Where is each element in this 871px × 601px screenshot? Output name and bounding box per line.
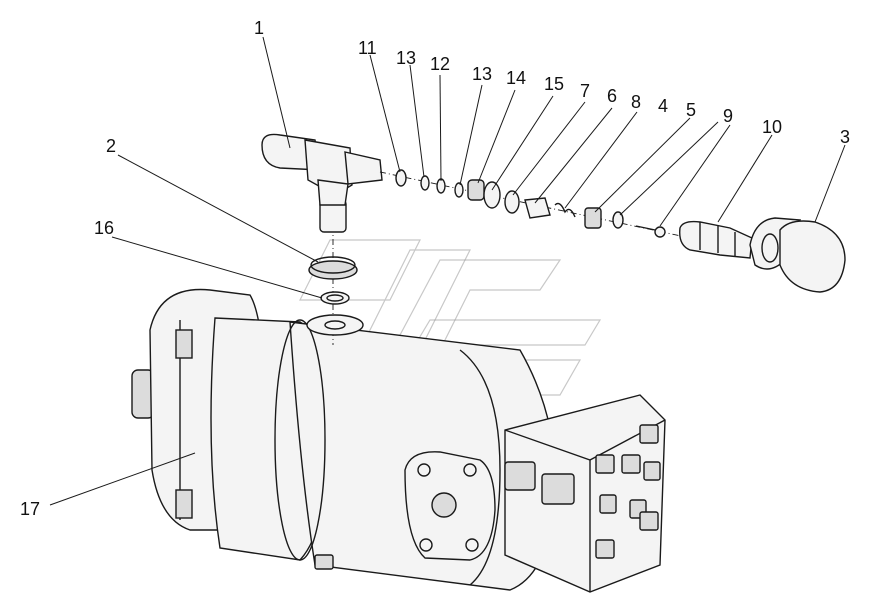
- callout-4: 4: [658, 96, 668, 116]
- callout-5: 5: [686, 100, 696, 120]
- callout-10: 10: [762, 117, 782, 137]
- callout-14: 14: [506, 68, 526, 88]
- tee-fitting: [261, 133, 383, 206]
- protective-cap: [749, 217, 846, 293]
- callout-labels: 1 11 13 12 13 14 15 7 6 8 4 5 9 10 3 2 1…: [20, 18, 850, 519]
- callout-8: 8: [631, 92, 641, 112]
- vertical-fitting-stack: [306, 199, 364, 345]
- callout-17: 17: [20, 499, 40, 519]
- hydraulic-motor-body: [131, 288, 666, 593]
- callout-3: 3: [840, 127, 850, 147]
- callout-13b: 13: [472, 64, 492, 84]
- callout-1: 1: [254, 18, 264, 38]
- leader-lines: [49, 36, 846, 506]
- callout-2: 2: [106, 136, 116, 156]
- callout-7: 7: [580, 81, 590, 101]
- callout-9: 9: [723, 106, 733, 126]
- horizontal-parts-stack: [379, 169, 753, 259]
- callout-16: 16: [94, 218, 114, 238]
- callout-13a: 13: [396, 48, 416, 68]
- callout-15: 15: [544, 74, 564, 94]
- callout-6: 6: [607, 86, 617, 106]
- callout-11: 11: [358, 38, 377, 58]
- callout-12: 12: [430, 54, 450, 74]
